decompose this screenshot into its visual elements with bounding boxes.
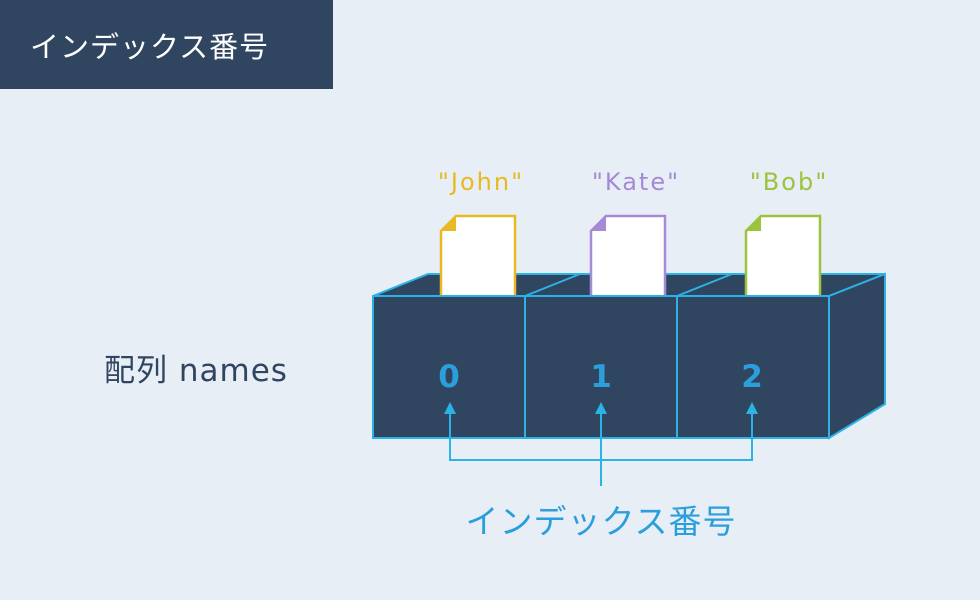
index-arrows: [449, 412, 753, 486]
paper-0-fold: [441, 216, 456, 231]
arrow-heads: [444, 402, 758, 414]
index-number-2: 2: [741, 359, 763, 395]
index-caption: インデックス番号: [465, 502, 736, 541]
paper-2-fold: [746, 216, 761, 231]
paper-1-fold: [591, 216, 606, 231]
arrow-head-2: [746, 402, 758, 414]
arrow-head-0: [444, 402, 456, 414]
paper-1: [589, 214, 667, 302]
array-label: 配列 names: [104, 353, 288, 389]
index-number-1: 1: [590, 359, 612, 395]
title-banner: インデックス番号: [0, 0, 333, 89]
value-label-0: "John": [438, 168, 524, 196]
top-divider-2: [676, 273, 733, 297]
index-number-0: 0: [438, 359, 460, 395]
value-label-1: "Kate": [592, 168, 680, 196]
paper-2: [744, 214, 822, 302]
top-divider-1: [524, 273, 581, 297]
value-label-2: "Bob": [750, 168, 828, 196]
title-text: インデックス番号: [30, 29, 270, 64]
paper-0: [439, 214, 517, 302]
box-side-face: [828, 272, 886, 440]
arrow-head-1: [595, 402, 607, 414]
